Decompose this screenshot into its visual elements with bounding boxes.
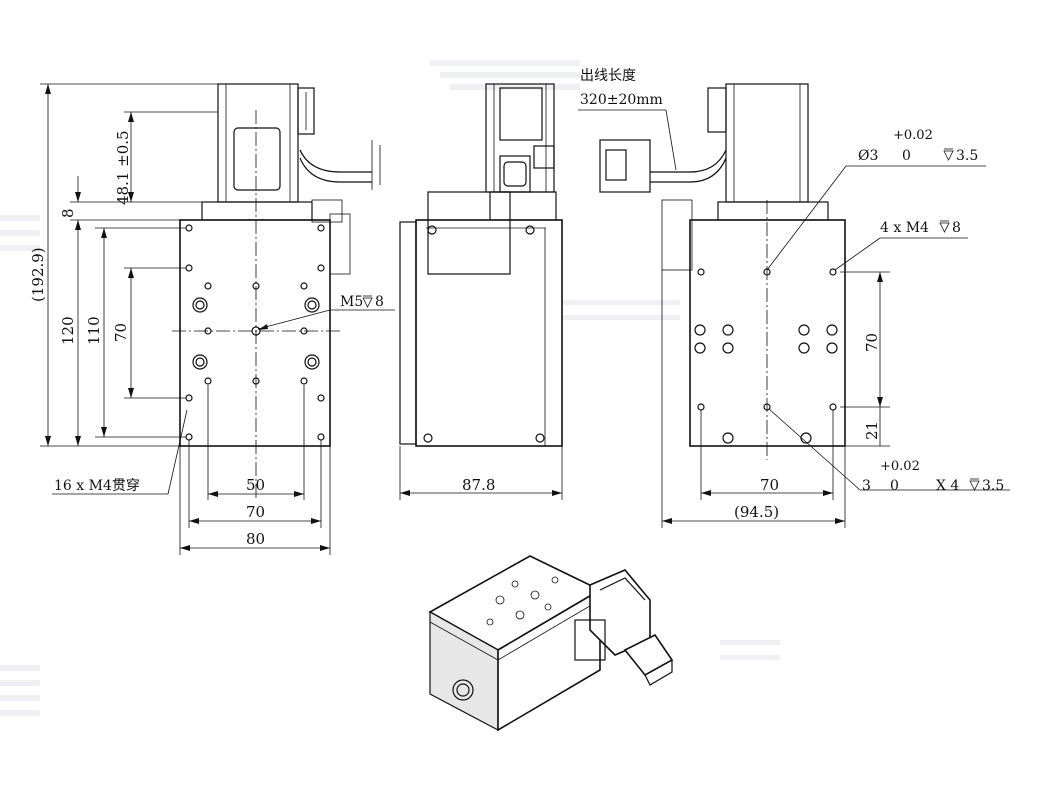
front-body-plate xyxy=(179,219,331,447)
pin-hole-dia: Ø3 xyxy=(858,148,878,164)
cable-length: 320±20mm xyxy=(580,92,663,108)
pin-hole-tol-top: +0.02 xyxy=(893,128,933,143)
back-connector xyxy=(599,139,651,193)
motor-flange xyxy=(201,201,313,221)
isometric-view xyxy=(428,555,674,732)
side-motor xyxy=(485,83,555,193)
depth-icon xyxy=(362,295,373,308)
pin-hole-tol-bottom: 0 xyxy=(902,148,911,164)
tap-depth: 8 xyxy=(952,220,961,236)
side-plate xyxy=(399,221,417,445)
back-dim-70-vertical: 70 xyxy=(863,333,881,352)
back-view xyxy=(599,83,1010,528)
dim-80: 80 xyxy=(246,530,265,548)
back-dim-70: 70 xyxy=(760,476,779,494)
back-holes xyxy=(694,268,838,444)
side-body xyxy=(415,219,563,447)
pin-hole-depth: 3.5 xyxy=(956,148,978,164)
slot-callout-x: X 4 xyxy=(936,478,959,494)
cable-label: 出线长度 xyxy=(580,68,636,84)
callout-m5: M5 xyxy=(340,294,363,310)
motor-label-plate xyxy=(233,127,281,191)
dim-87-8: 87.8 xyxy=(462,476,495,494)
watermark xyxy=(0,60,780,716)
tap-callout: 4 x M4 xyxy=(880,220,929,236)
depth-icon xyxy=(943,148,954,161)
back-body xyxy=(689,219,846,447)
motor-body xyxy=(217,83,299,203)
dim-motor: 48.1 ±0.5 xyxy=(114,130,132,205)
slot-callout-left: 3 xyxy=(862,478,871,494)
front-view xyxy=(40,83,395,555)
slot-depth: 3.5 xyxy=(982,478,1004,494)
slot-tol-top: +0.02 xyxy=(880,459,920,474)
dim-120: 120 xyxy=(59,316,77,345)
back-dim-94-5: (94.5) xyxy=(734,503,779,521)
dim-70-vertical: 70 xyxy=(112,323,130,342)
callout-m5-depth: 8 xyxy=(375,294,384,310)
back-dim-21: 21 xyxy=(863,421,881,440)
front-vertical-dims xyxy=(40,83,218,447)
front-holes xyxy=(185,224,325,441)
depth-icon xyxy=(939,220,950,233)
dim-8: 8 xyxy=(59,208,77,218)
back-motor xyxy=(725,83,809,203)
dim-70: 70 xyxy=(246,503,265,521)
dim-total-height: (192.9) xyxy=(29,247,47,302)
side-cover xyxy=(427,191,511,275)
front-horizontal-dims xyxy=(179,385,331,555)
callout-m4-through: 16 x M4贯穿 xyxy=(54,478,140,494)
dim-50: 50 xyxy=(246,476,265,494)
dim-110: 110 xyxy=(85,316,103,345)
depth-icon xyxy=(969,478,980,491)
slot-callout-zero: 0 xyxy=(890,478,899,494)
side-view xyxy=(399,83,677,500)
